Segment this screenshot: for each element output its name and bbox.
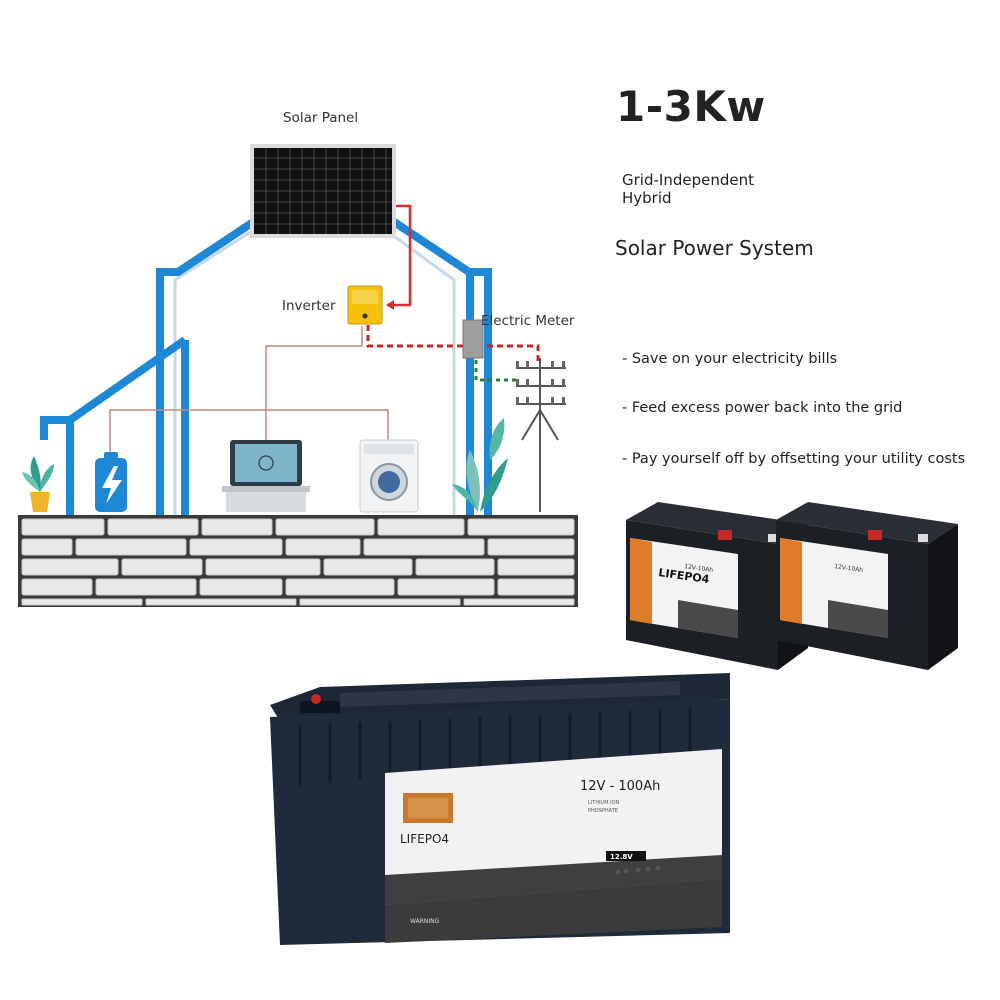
brick-wall (18, 515, 578, 607)
electric-meter (462, 319, 484, 359)
large-battery-warning: WARNING (410, 918, 440, 925)
feature-item: - Feed excess power back into the grid (622, 400, 903, 416)
large-battery-chem-line1: LITHIUM ION (588, 800, 620, 806)
utility-pole (516, 358, 566, 512)
small-battery-spec: 12V-10Ah (684, 563, 714, 574)
inverter-label: Inverter (282, 298, 336, 314)
feature-item: - Save on your electricity bills (622, 351, 838, 367)
large-battery-spec: 12V - 100Ah (580, 779, 660, 794)
large-battery-chem-line2: PHOSPHATE (588, 808, 618, 814)
solar-system-diagram (18, 144, 578, 607)
plant-right (452, 418, 508, 512)
power-rating-title: 1-3Kw (616, 82, 766, 131)
system-type-line1: Grid-Independent (622, 171, 754, 189)
certification-marks (615, 865, 661, 875)
large-battery-image: 12V - 100Ah LITHIUM ION PHOSPHATE LIFEPO… (270, 673, 730, 945)
large-battery-badge: 12.8V (610, 853, 633, 861)
solar-wire (386, 204, 412, 310)
load-wires (109, 326, 389, 460)
electric-meter-label: Electric Meter (481, 313, 575, 329)
solar-panel (250, 144, 396, 238)
system-type-line2: Hybrid (622, 189, 672, 207)
inverter-unit (347, 285, 383, 325)
small-batteries-image: LIFEPO4 12V-10Ah 12V-10Ah (626, 502, 958, 670)
solar-panel-label: Solar Panel (283, 110, 359, 126)
feature-item: - Pay yourself off by offsetting your ut… (622, 451, 966, 467)
small-battery-spec: 12V-10Ah (834, 563, 864, 574)
grid-wire-green-dashed (474, 352, 520, 382)
washing-machine (359, 439, 419, 513)
large-battery-brand: LIFEPO4 (400, 832, 449, 846)
plant-left (22, 456, 54, 512)
home-battery (95, 452, 127, 512)
laptop (222, 440, 310, 512)
small-battery-right: 12V-10Ah (776, 502, 958, 670)
system-subtitle: Solar Power System (615, 236, 814, 260)
